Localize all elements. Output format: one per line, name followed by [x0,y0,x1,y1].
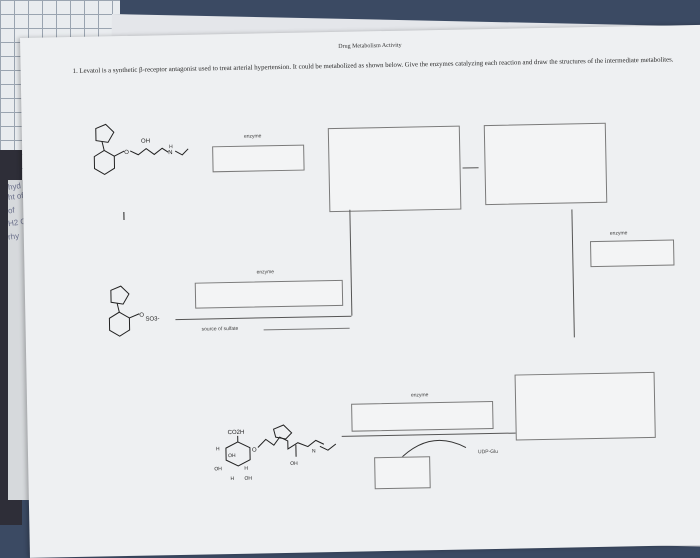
hydroxyl-label: OH [141,139,150,145]
scribble-5: rhy [7,231,19,241]
scribble-2: ht of [7,191,24,202]
metabolite-box-1[interactable] [328,126,462,213]
enzyme-answer-box-2[interactable] [590,239,674,267]
enzyme-label-2: enzyme [610,230,628,236]
arrow-down-left [349,210,352,316]
svg-text:O: O [139,313,144,319]
svg-text:H: H [169,144,173,150]
question-prompt: 1. Levatol is a synthetic β-receptor ant… [73,55,683,77]
svg-text:O: O [124,150,129,156]
cyclopentyl-ring [96,124,114,142]
sulfate-group-label: SO3- [145,316,159,322]
enzyme-answer-box-1[interactable] [212,145,304,173]
svg-text:O: O [252,448,257,454]
svg-text:H: H [244,466,248,472]
hydroxyl-label-1: OH [228,453,236,459]
sulfate-answer-line[interactable] [264,328,350,331]
worksheet-title: Drug Metabolism Activity [338,43,401,50]
enzyme-label-4: enzyme [411,392,429,398]
metabolite-box-2[interactable] [484,123,608,205]
carboxyl-label: CO2H [228,430,245,436]
worksheet-page: Drug Metabolism Activity 1. Levatol is a… [20,25,700,558]
enzyme-answer-box-5[interactable] [374,456,431,489]
hydroxyl-label-4: OH [290,461,298,467]
levatol-structure: O OH N H [84,123,195,185]
amine-label: N [168,150,172,156]
enzyme-answer-box-4[interactable] [351,401,494,432]
hydroxyl-label-2: OH [214,466,222,472]
svg-text:H: H [230,476,234,482]
metabolite-box-3[interactable] [515,372,656,441]
udp-glu-label: UDP-Glu [478,449,498,455]
enzyme-label-1: enzyme [244,133,262,139]
enzyme-answer-box-3[interactable] [195,280,343,309]
enzyme-label-3: enzyme [256,269,274,275]
scribble-3: of [7,206,15,216]
svg-text:N: N [312,448,316,454]
arrow-down-right [571,209,574,337]
arrow-to-sulfate [175,316,351,320]
benzene-ring [94,150,114,174]
glucuronide-structure: CO2H O H OH OH H H OH OH N [207,424,348,497]
svg-text:H: H [216,446,220,452]
sulfate-conjugate-structure: O SO3- [103,285,194,347]
scribble-1: hyd [7,181,21,192]
source-of-sulfate-label: source of sulfate [202,326,239,333]
hydroxyl-label-3: OH [244,476,252,482]
